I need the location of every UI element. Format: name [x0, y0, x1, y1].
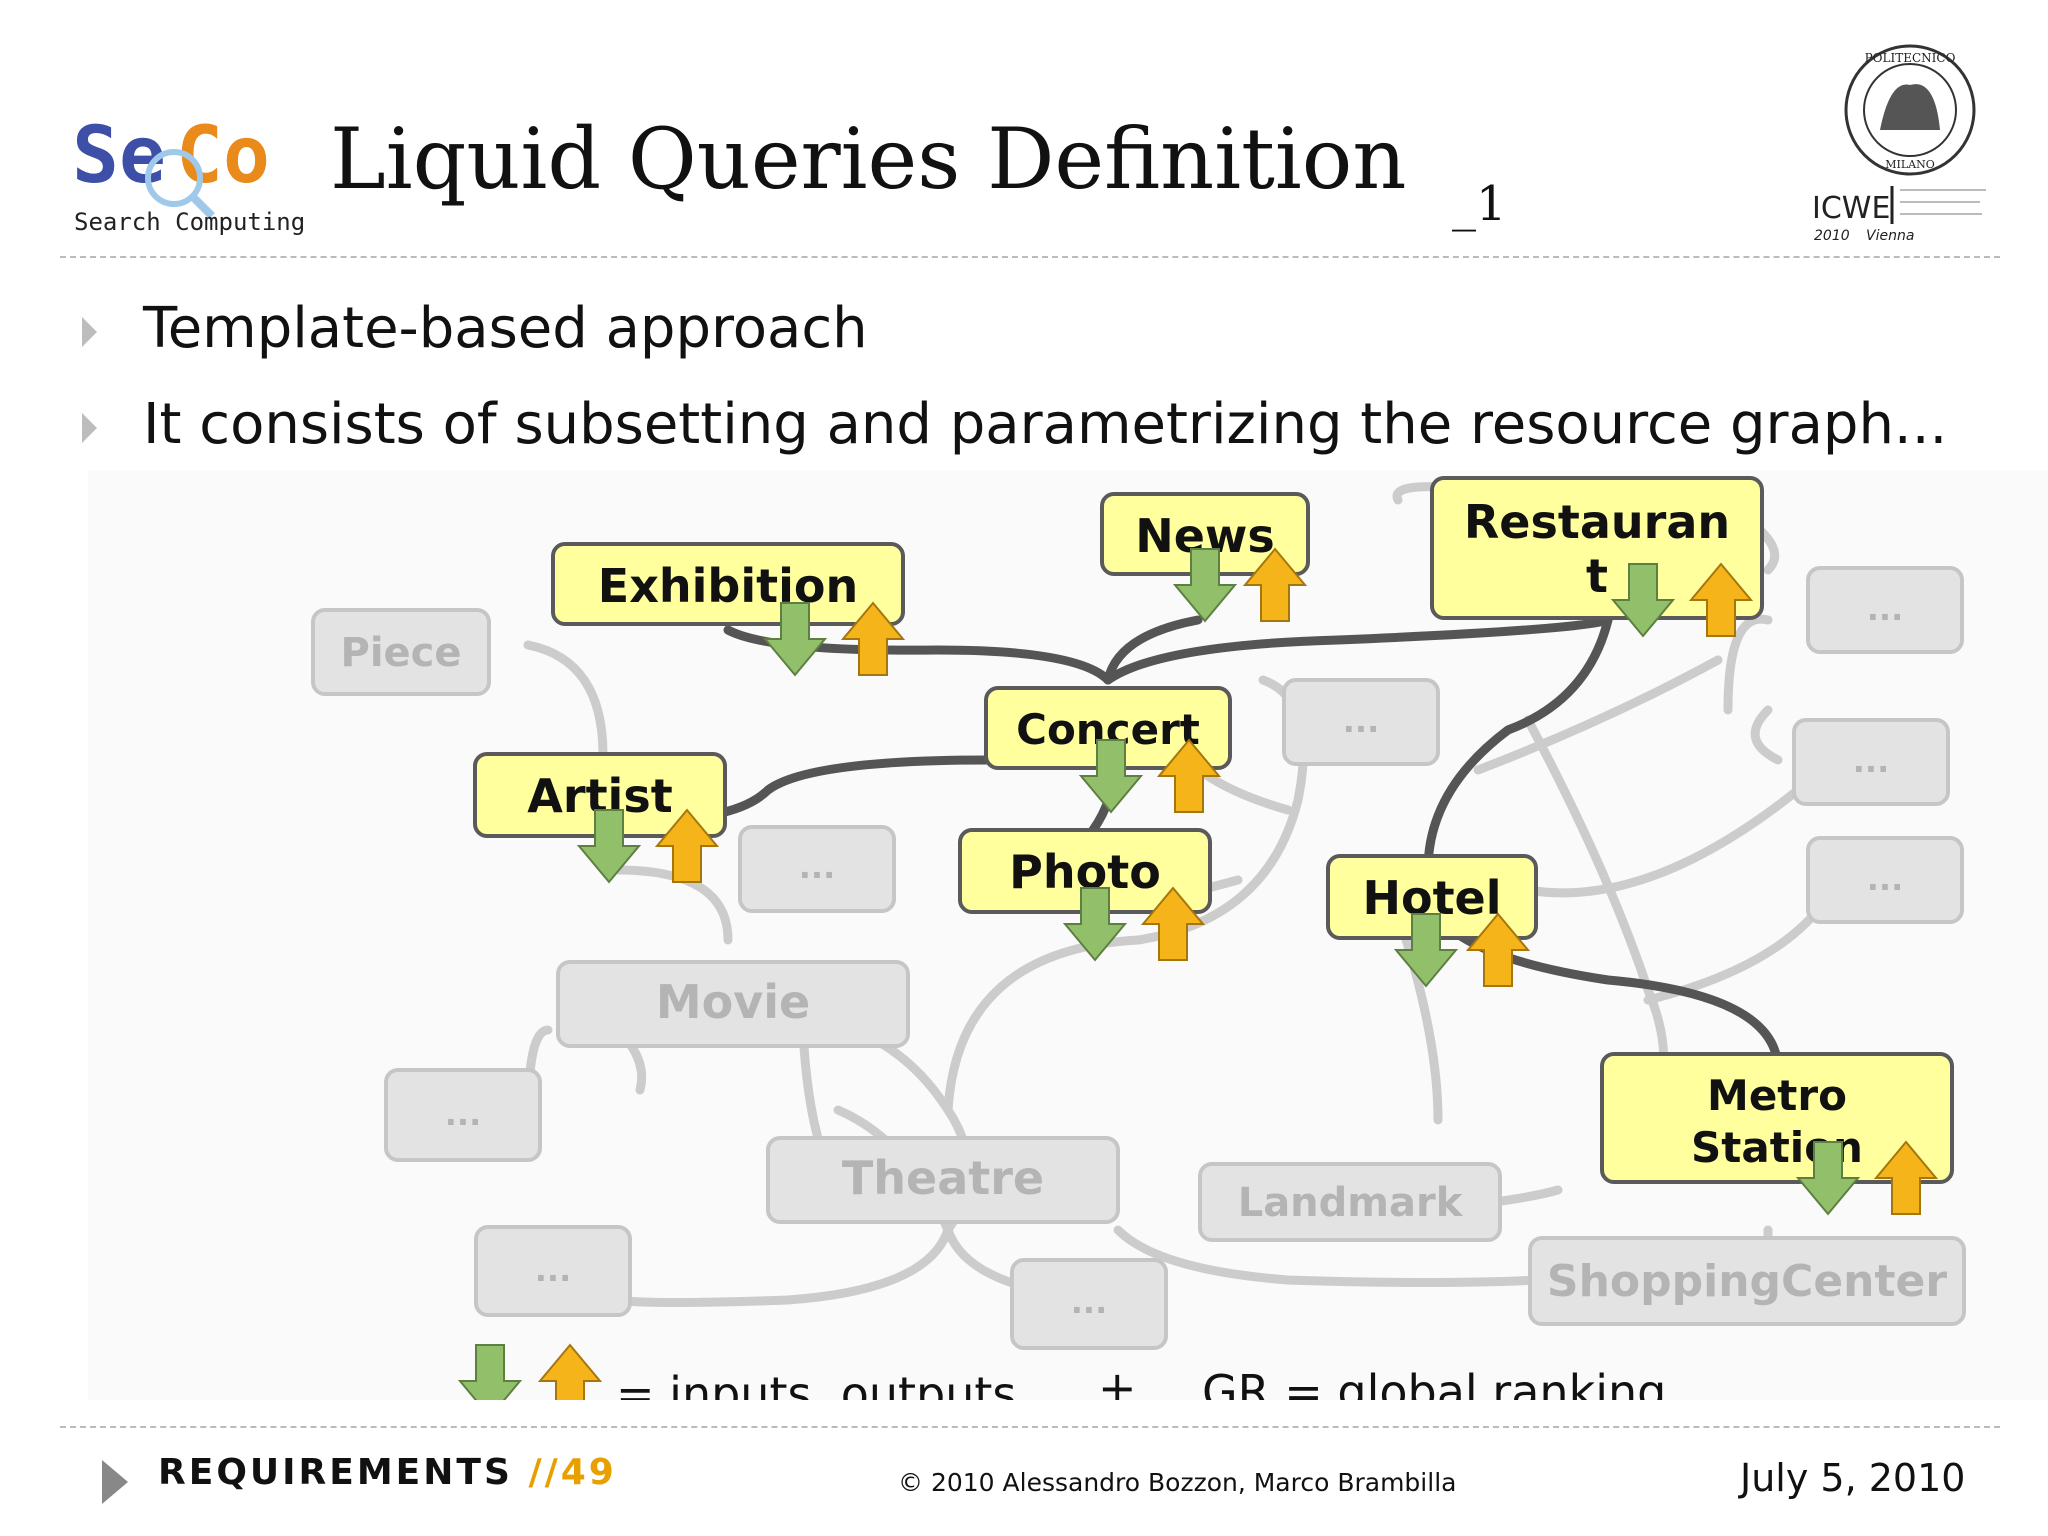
footer-copyright: © 2010 Alessandro Bozzon, Marco Brambill… — [898, 1468, 1457, 1497]
node-restaurant-box — [1430, 476, 1764, 620]
node-landmark-label: Landmark — [1238, 1180, 1464, 1226]
node-exhibition-label: Exhibition — [598, 559, 858, 613]
legend-io-text: = inputs, outputs — [616, 1367, 1016, 1400]
footer-divider — [60, 1426, 2000, 1428]
node-ellipsis-box — [1282, 678, 1440, 766]
node-ellipsis-box — [1792, 718, 1950, 806]
legend-input-arrow-icon — [457, 1344, 523, 1400]
node-theatre-label: Theatre — [842, 1151, 1044, 1205]
icwe-logo: ICWE 2010 Vienna — [1812, 186, 1986, 244]
icwe-city: Vienna — [1866, 228, 1914, 244]
node-metro-station-box — [1600, 1052, 1954, 1184]
node-ellipsis-label: ... — [1867, 590, 1903, 628]
resource-graph-diagram: Piece ... ... ... ... ... Movie ... Thea… — [88, 470, 2048, 1400]
node-ellipsis-label: ... — [1071, 1283, 1107, 1321]
input-arrow-icon — [1795, 1141, 1861, 1216]
node-piece-box — [311, 608, 491, 696]
input-arrow-icon — [1610, 563, 1676, 638]
politecnico-seal: POLITECNICO MILANO — [1844, 44, 1976, 176]
legend-plus: + — [1098, 1361, 1137, 1400]
node-metro-station-label-line1: Metro — [1707, 1071, 1847, 1120]
node-movie-box — [556, 960, 910, 1048]
slide-title-subscript: _1 — [1452, 176, 1507, 232]
inactive-node-boxes: Piece ... ... ... ... ... Movie ... Thea… — [311, 566, 1966, 1350]
output-arrow-icon — [1465, 912, 1531, 987]
node-ellipsis-label: ... — [1343, 702, 1379, 740]
footer-section: REQUIREMENTS //49 — [158, 1452, 617, 1493]
node-ellipsis-box — [384, 1068, 542, 1162]
node-ellipsis-label: ... — [799, 848, 835, 886]
seal-figures-icon — [1880, 84, 1940, 130]
node-ellipsis-box — [1806, 566, 1964, 654]
node-ellipsis-box — [1806, 836, 1964, 924]
node-restaurant-label-line2: t — [1586, 549, 1608, 603]
output-arrow-icon — [1873, 1140, 1939, 1215]
input-arrow-icon — [1062, 887, 1128, 962]
footer-section-name: REQUIREMENTS — [158, 1452, 513, 1493]
legend-output-arrow-icon — [537, 1343, 603, 1400]
input-arrow-icon — [576, 809, 642, 884]
node-ellipsis-label: ... — [1867, 860, 1903, 898]
slide-title: Liquid Queries Definition — [330, 110, 1407, 208]
node-movie-label: Movie — [656, 975, 810, 1029]
footer-slashes-text: // — [528, 1452, 561, 1493]
icwe-name: ICWE — [1812, 191, 1890, 226]
node-theatre-box — [766, 1136, 1120, 1224]
bullet-item: Template-based approach — [82, 296, 868, 361]
output-arrow-icon — [654, 808, 720, 883]
footer-date: July 5, 2010 — [1740, 1456, 1966, 1500]
io-arrows — [576, 547, 1939, 1216]
footer-page-number: 49 — [560, 1452, 617, 1493]
input-arrow-icon — [1172, 548, 1238, 623]
seco-logo: Se Co — [72, 120, 270, 219]
node-restaurant-label-line1: Restauran — [1464, 495, 1730, 549]
node-shopping-label: ShoppingCenter — [1547, 1256, 1947, 1307]
output-arrow-icon — [1156, 738, 1222, 813]
node-ellipsis-box — [738, 825, 896, 913]
bullet-text: It consists of subsetting and parametriz… — [143, 392, 1948, 457]
node-piece-label: Piece — [341, 630, 462, 676]
node-ellipsis-box — [1010, 1258, 1168, 1350]
bullet-item: It consists of subsetting and parametriz… — [82, 392, 1947, 457]
bullet-arrow-icon — [82, 412, 97, 443]
input-arrow-icon — [1393, 913, 1459, 988]
legend-gr-text: GR = global ranking — [1202, 1365, 1666, 1400]
node-ellipsis-label: ... — [445, 1095, 481, 1133]
footer-slashes: //49 — [528, 1452, 616, 1493]
footer-arrow-icon — [102, 1460, 128, 1504]
seal-caption-top: POLITECNICO — [1865, 51, 1956, 65]
node-ellipsis-box — [474, 1225, 632, 1317]
bullet-text: Template-based approach — [143, 296, 868, 361]
output-arrow-icon — [840, 601, 906, 676]
bullet-arrow-icon — [82, 316, 97, 347]
icwe-year: 2010 — [1814, 228, 1850, 244]
magnifier-icon — [145, 149, 203, 207]
node-landmark-box — [1198, 1162, 1502, 1242]
output-arrow-icon — [1242, 547, 1308, 622]
magnifier-handle — [189, 193, 215, 219]
node-ellipsis-label: ... — [535, 1251, 571, 1289]
input-arrow-icon — [762, 602, 828, 677]
header-divider — [60, 256, 2000, 258]
input-arrow-icon — [1078, 739, 1144, 814]
output-arrow-icon — [1140, 886, 1206, 961]
node-exhibition-box — [551, 542, 905, 626]
logo-caption: Search Computing — [74, 208, 306, 236]
seal-caption-bottom: MILANO — [1885, 158, 1935, 171]
output-arrow-icon — [1688, 562, 1754, 637]
active-nodes: Exhibition News Restauran t Concert Arti… — [473, 476, 1954, 1184]
node-shopping-box — [1528, 1236, 1966, 1326]
legend: = inputs, outputs + GR = global ranking — [457, 1343, 1666, 1400]
node-ellipsis-label: ... — [1853, 742, 1889, 780]
